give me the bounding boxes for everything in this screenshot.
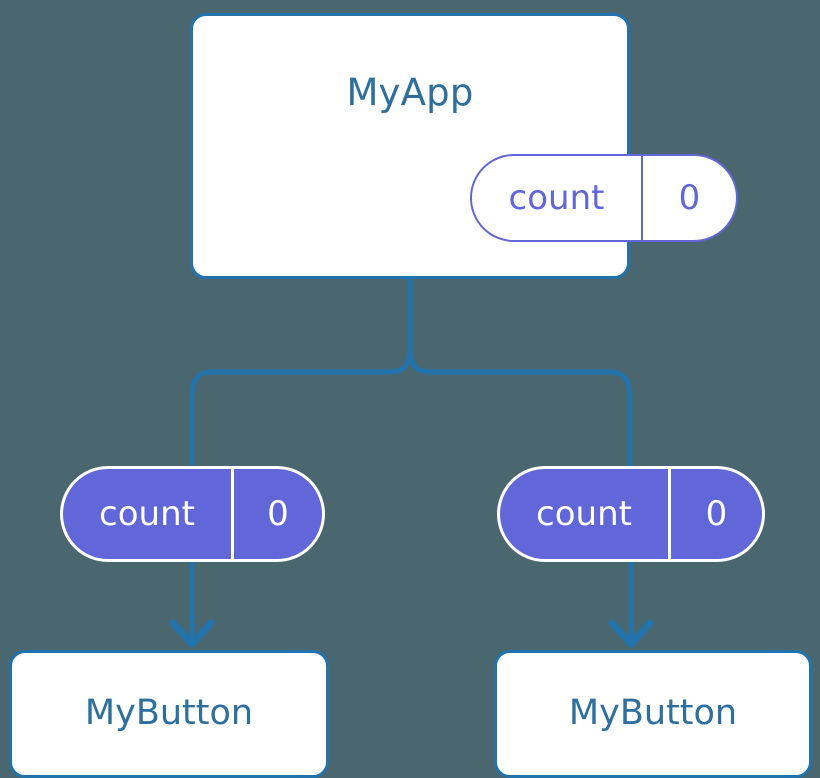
state-pill-child-right[interactable]: count 0 [497,466,765,562]
state-value-label: 0 [678,178,701,218]
state-pill-myapp[interactable]: count 0 [470,154,738,242]
arrow-head-left-icon [169,619,215,648]
state-value-label: 0 [267,494,289,534]
state-pill-child-left[interactable]: count 0 [60,466,325,562]
state-key-label: count [63,469,234,559]
component-card-mybutton-right[interactable]: MyButton [494,650,812,778]
component-title-myapp: MyApp [346,71,474,114]
edge-branch-right [407,347,633,466]
component-title-mybutton: MyButton [568,693,738,733]
component-title-mybutton: MyButton [84,693,254,733]
component-card-mybutton-left[interactable]: MyButton [9,650,329,778]
arrow-head-right-icon [608,619,654,648]
edge-branch-left [189,347,413,466]
state-key-label: count [500,469,671,559]
state-value-label: 0 [705,494,728,534]
state-key-label: count [472,156,643,240]
component-card-myapp[interactable]: MyApp count 0 [190,13,738,279]
